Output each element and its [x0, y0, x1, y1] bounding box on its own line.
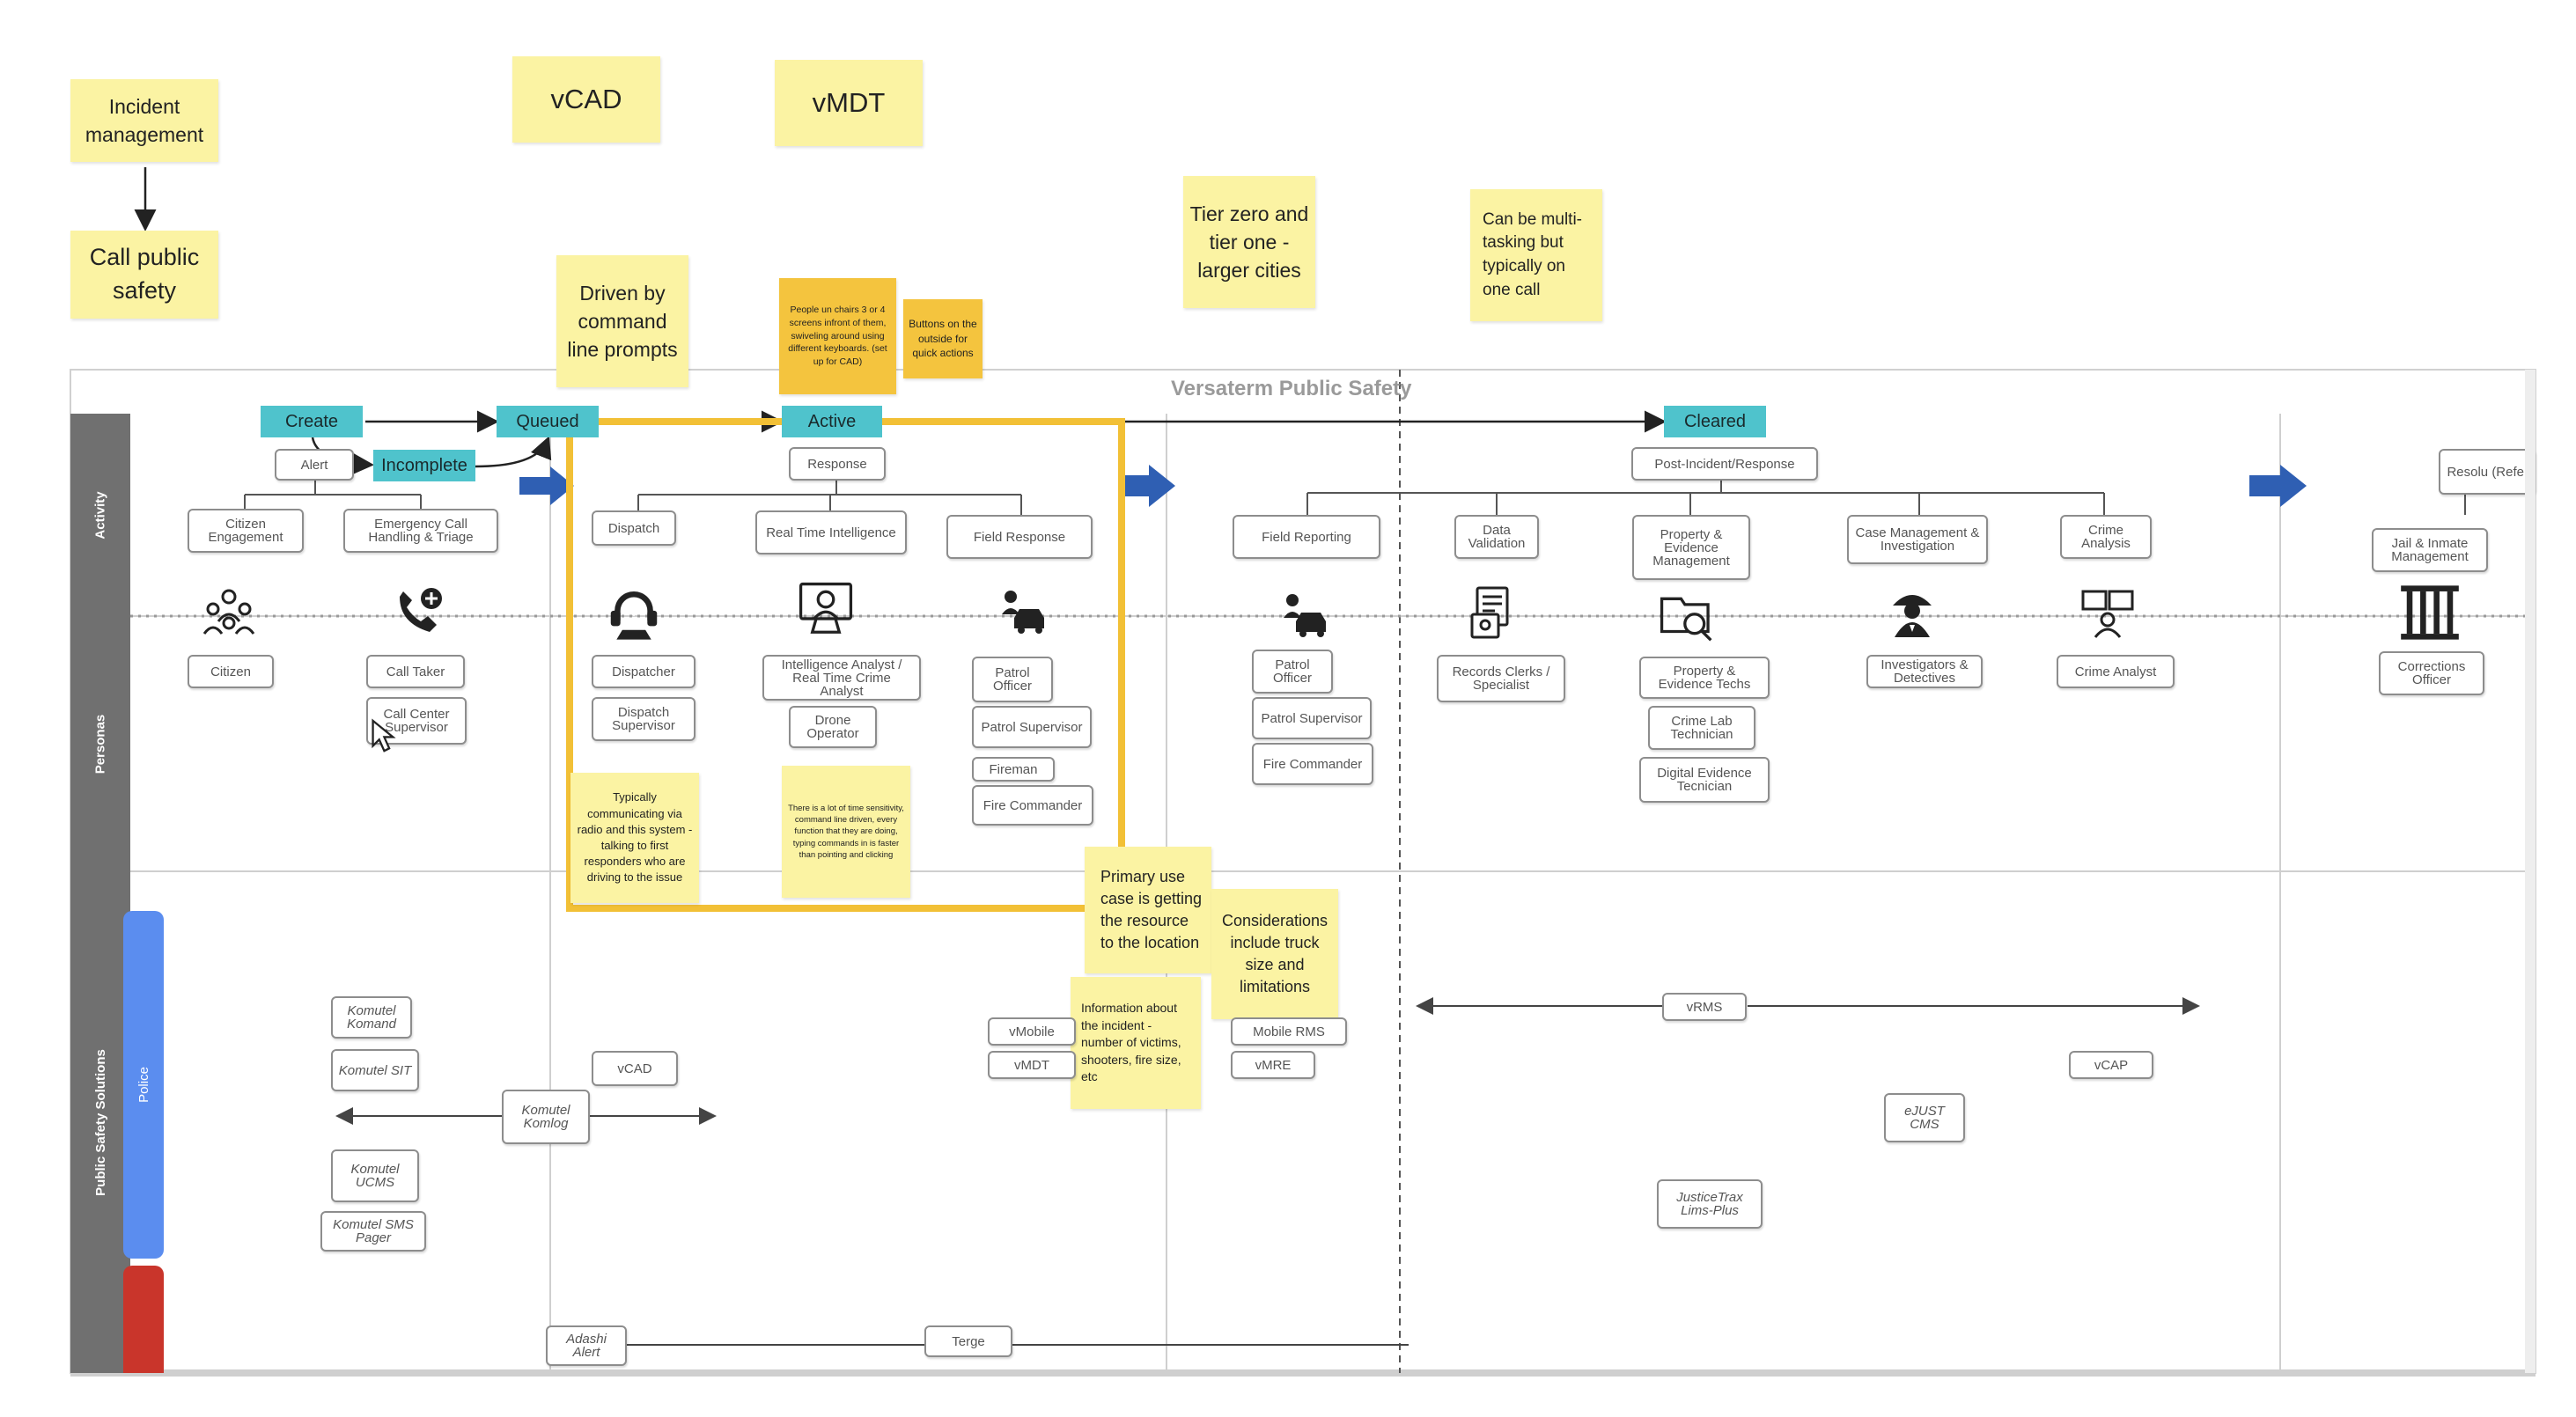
activity-field-reporting[interactable]: Field Reporting	[1233, 515, 1380, 559]
sticky-call-public-safety[interactable]: Call public safety	[70, 231, 218, 319]
stage-create[interactable]: Create	[261, 406, 363, 437]
persona-fireman[interactable]: Fireman	[972, 757, 1055, 782]
analyst-monitor-icon	[791, 574, 861, 644]
stage-incomplete[interactable]: Incomplete	[373, 450, 475, 481]
mouse-cursor-icon	[370, 718, 396, 758]
persona-fire-commander-2[interactable]: Fire Commander	[1252, 743, 1373, 785]
persona-dispatcher[interactable]: Dispatcher	[592, 655, 696, 688]
persona-patrol-officer[interactable]: Patrol Officer	[972, 657, 1053, 702]
people-group-icon	[194, 577, 264, 648]
persona-records-clerks[interactable]: Records Clerks / Specialist	[1437, 655, 1565, 702]
dispatcher-headset-icon	[599, 577, 669, 648]
stage-cleared[interactable]: Cleared	[1664, 406, 1766, 437]
activity-alert[interactable]: Alert	[275, 449, 354, 481]
vertical-scrollbar[interactable]	[2525, 370, 2536, 1373]
sticky-primary-use-case[interactable]: Primary use case is getting the resource…	[1085, 847, 1211, 973]
patrol-car-icon	[986, 577, 1056, 648]
solution-ejust-cms[interactable]: eJUST CMS	[1884, 1093, 1965, 1142]
persona-fire-commander[interactable]: Fire Commander	[972, 785, 1093, 826]
sticky-information-about[interactable]: Information about the incident - number …	[1071, 977, 1201, 1109]
activity-resolution[interactable]: Resolu (Refer	[2439, 449, 2536, 495]
persona-crime-analyst[interactable]: Crime Analyst	[2057, 655, 2175, 688]
sticky-buttons-outside[interactable]: Buttons on the outside for quick actions	[903, 299, 983, 378]
persona-intelligence-analyst[interactable]: Intelligence Analyst / Real Time Crime A…	[762, 655, 921, 701]
records-documents-icon	[1458, 577, 1528, 648]
activity-dispatch[interactable]: Dispatch	[592, 510, 676, 546]
solution-mobile-rms[interactable]: Mobile RMS	[1231, 1017, 1347, 1046]
solution-terge[interactable]: Terge	[924, 1325, 1012, 1357]
persona-call-taker[interactable]: Call Taker	[366, 655, 465, 688]
lane-police: Police	[123, 911, 164, 1259]
persona-dispatch-supervisor[interactable]: Dispatch Supervisor	[592, 697, 696, 741]
activity-case-management[interactable]: Case Management & Investigation	[1847, 515, 1988, 564]
lane-public-safety-solutions: Public Safety Solutions	[70, 871, 130, 1373]
persona-investigators[interactable]: Investigators & Detectives	[1866, 655, 1983, 688]
persona-property-evidence-techs[interactable]: Property & Evidence Techs	[1639, 657, 1770, 699]
lane-activity: Activity	[70, 414, 130, 616]
sticky-time-sensitivity[interactable]: There is a lot of time sensitivity, comm…	[782, 766, 910, 898]
solution-adashi-alert[interactable]: Adashi Alert	[546, 1325, 627, 1366]
diagram-title: Versaterm Public Safety	[1171, 377, 1412, 400]
persona-citizen[interactable]: Citizen	[188, 655, 274, 688]
solution-komutel-sit[interactable]: Komutel SIT	[331, 1049, 419, 1091]
persona-corrections-officer[interactable]: Corrections Officer	[2379, 651, 2484, 695]
solution-vcad[interactable]: vCAD	[592, 1051, 678, 1086]
solution-komutel-komand[interactable]: Komutel Komand	[331, 996, 412, 1039]
patrol-car-icon	[1268, 581, 1338, 651]
solution-justicetrax[interactable]: JusticeTrax Lims-Plus	[1657, 1179, 1763, 1229]
lane-personas: Personas	[70, 616, 130, 871]
persona-patrol-supervisor-2[interactable]: Patrol Supervisor	[1252, 697, 1372, 739]
sticky-vmdt[interactable]: vMDT	[775, 60, 923, 146]
solution-komutel-komlog[interactable]: Komutel Komlog	[502, 1090, 590, 1144]
activity-real-time-intelligence[interactable]: Real Time Intelligence	[755, 510, 907, 554]
activity-response[interactable]: Response	[789, 447, 886, 481]
solution-vrms[interactable]: vRMS	[1662, 993, 1747, 1021]
evidence-magnifier-icon	[1652, 581, 1722, 651]
sticky-considerations[interactable]: Considerations include truck size and li…	[1211, 889, 1338, 1019]
lane-red	[123, 1266, 164, 1373]
sticky-vcad[interactable]: vCAD	[512, 56, 660, 143]
solution-vmre[interactable]: vMRE	[1231, 1051, 1315, 1079]
activity-emergency-call[interactable]: Emergency Call Handling & Triage	[343, 509, 498, 553]
activity-crime-analysis[interactable]: Crime Analysis	[2060, 515, 2152, 559]
activity-citizen-engagement[interactable]: Citizen Engagement	[188, 509, 304, 553]
activity-data-validation[interactable]: Data Validation	[1454, 515, 1539, 559]
crime-analyst-screens-icon	[2072, 577, 2143, 648]
solution-komutel-ucms[interactable]: Komutel UCMS	[331, 1149, 419, 1202]
persona-crime-lab-technician[interactable]: Crime Lab Technician	[1648, 706, 1755, 750]
solution-komutel-sms-pager[interactable]: Komutel SMS Pager	[320, 1211, 426, 1252]
sticky-driven-by-command[interactable]: Driven by command line prompts	[556, 255, 688, 387]
detective-icon	[1877, 577, 1947, 648]
persona-drone-operator[interactable]: Drone Operator	[789, 706, 877, 748]
activity-post-incident[interactable]: Post-Incident/Response	[1631, 447, 1818, 481]
sticky-incident-management[interactable]: Incident management	[70, 79, 218, 162]
sticky-multi-tasking[interactable]: Can be multi-tasking but typically on on…	[1470, 189, 1602, 321]
persona-patrol-supervisor[interactable]: Patrol Supervisor	[972, 706, 1092, 748]
jail-bars-icon	[2395, 577, 2465, 648]
activity-jail-inmate[interactable]: Jail & Inmate Management	[2372, 528, 2488, 572]
sticky-tier-zero[interactable]: Tier zero and tier one - larger cities	[1183, 176, 1315, 308]
stage-active[interactable]: Active	[782, 406, 882, 437]
stage-queued[interactable]: Queued	[497, 406, 599, 437]
sticky-typically-communicating[interactable]: Typically communicating via radio and th…	[570, 773, 699, 903]
solution-vmdt[interactable]: vMDT	[988, 1051, 1076, 1079]
solution-vcap[interactable]: vCAP	[2069, 1051, 2153, 1079]
activity-field-response[interactable]: Field Response	[946, 515, 1093, 559]
persona-patrol-officer-2[interactable]: Patrol Officer	[1252, 650, 1333, 694]
persona-digital-evidence[interactable]: Digital Evidence Tecnician	[1639, 757, 1770, 803]
activity-property-evidence-mgmt[interactable]: Property & Evidence Management	[1632, 515, 1750, 580]
phone-plus-icon	[384, 577, 454, 648]
solution-vmobile[interactable]: vMobile	[988, 1017, 1076, 1046]
sticky-people-chairs[interactable]: People un chairs 3 or 4 screens infront …	[779, 278, 896, 394]
